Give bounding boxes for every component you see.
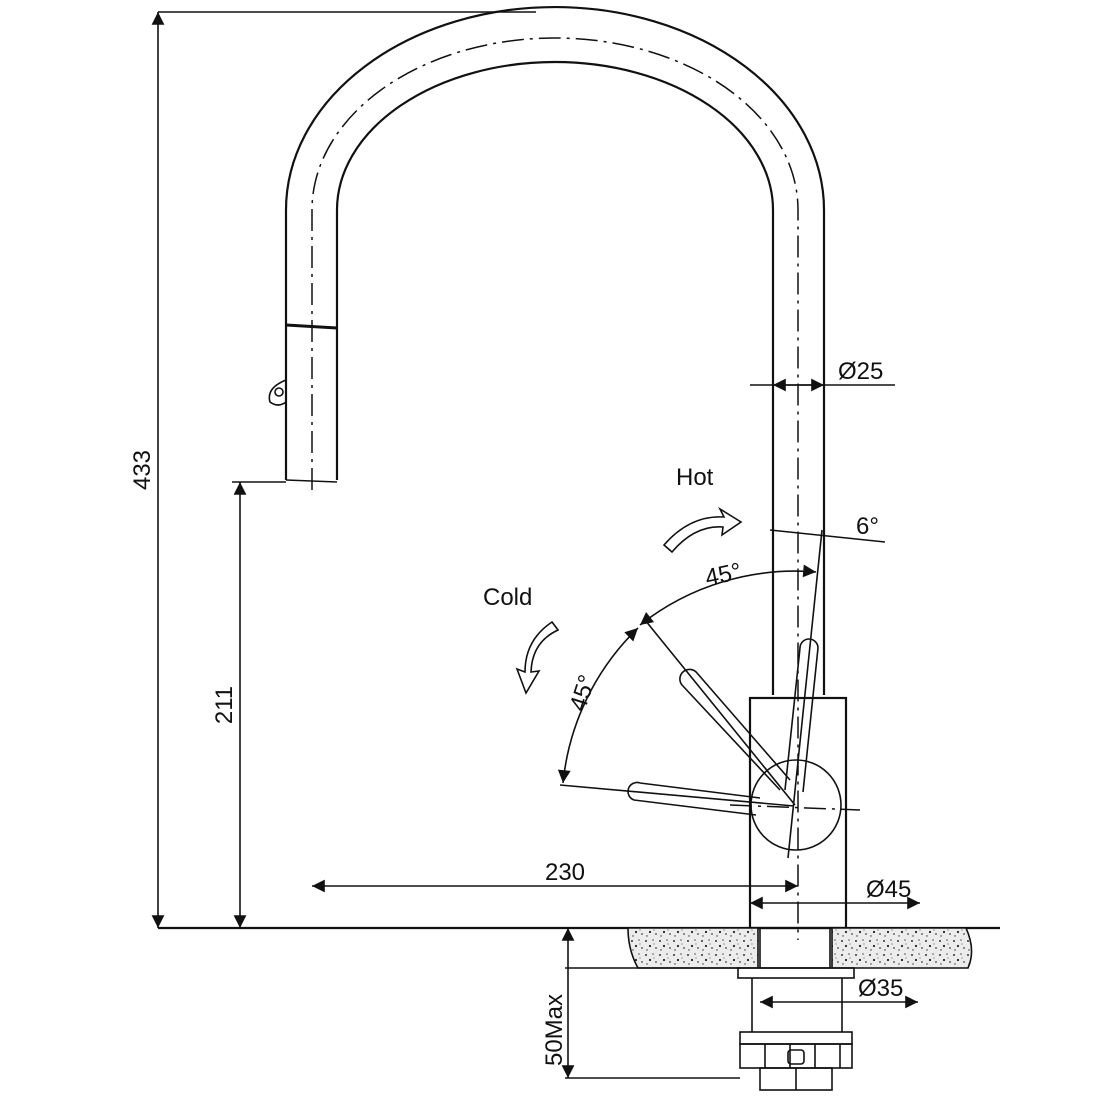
mounting-max-label: 50Max xyxy=(541,994,568,1066)
shank xyxy=(759,927,831,969)
spout xyxy=(268,5,826,940)
cold-label: Cold xyxy=(483,584,532,611)
hot-label: Hot xyxy=(676,464,714,491)
countertop xyxy=(158,926,1000,969)
hot-range-arc xyxy=(639,564,817,626)
lever-rotation-arcs xyxy=(557,564,817,784)
hot-range-angle: 45° xyxy=(703,558,744,592)
dimension-lines xyxy=(151,11,920,1079)
hot-tilt-angle: 6° xyxy=(856,513,879,540)
spout-outer-line xyxy=(284,5,826,695)
spray-button-icon xyxy=(268,379,287,406)
lever-cold-position xyxy=(627,781,761,816)
hot-arrow-icon xyxy=(662,506,743,554)
lever-hot-position xyxy=(784,638,819,793)
fixing-nut xyxy=(739,1031,853,1045)
shank-diameter-label: Ø35 xyxy=(858,975,903,1002)
washer xyxy=(737,967,855,979)
lever-positions xyxy=(559,529,886,859)
spout-diameter-label: Ø25 xyxy=(838,358,883,385)
cold-arrow-icon xyxy=(515,620,560,695)
cold-range-arc xyxy=(557,627,639,784)
spout-height-label: 211 xyxy=(211,686,238,724)
mounting-hardware xyxy=(737,927,855,1091)
countertop-left-slab xyxy=(627,927,759,969)
spout-inner-line xyxy=(335,60,775,695)
lever-mid-position xyxy=(679,668,791,791)
spout-centerline xyxy=(311,37,799,940)
cold-range-angle: 45° xyxy=(564,672,601,715)
total-height-label: 433 xyxy=(129,450,156,490)
countertop-right-slab xyxy=(831,927,973,969)
reach-label: 230 xyxy=(545,859,585,886)
body-diameter-label: Ø45 xyxy=(866,876,911,903)
pull-out-joint xyxy=(285,323,338,330)
lever-pivot xyxy=(750,759,842,851)
